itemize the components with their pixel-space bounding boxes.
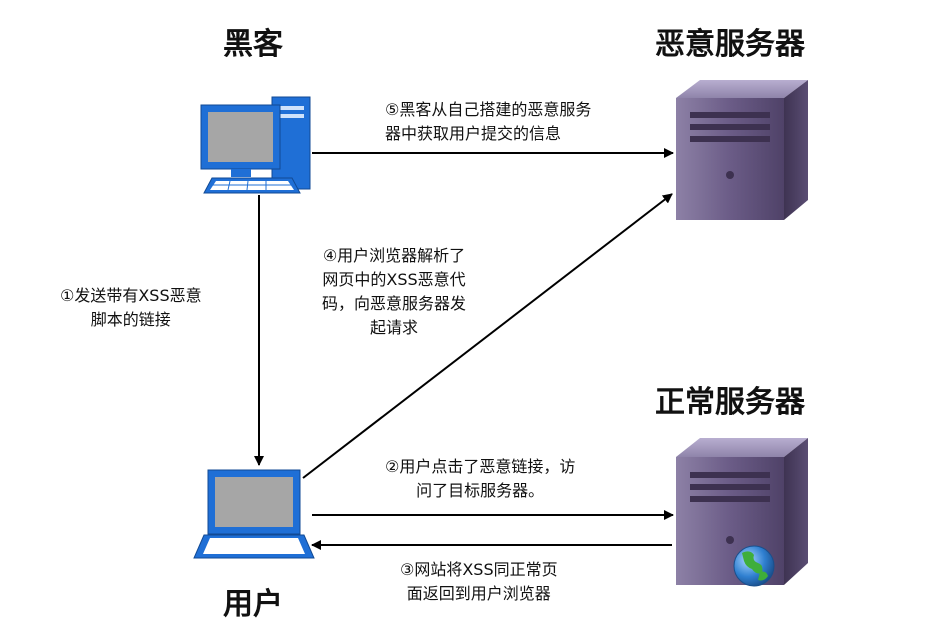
step5-annotation: ⑤黑客从自己搭建的恶意服务 器中获取用户提交的信息 — [385, 98, 591, 146]
step2-line-1: ②用户点击了恶意链接，访 — [385, 457, 576, 476]
malicious-server-icon — [676, 80, 808, 220]
step2-annotation: ②用户点击了恶意链接，访 问了目标服务器。 — [385, 455, 575, 503]
user-label: 用户 — [223, 587, 283, 622]
malicious-server-label: 恶意服务器 — [655, 27, 805, 62]
step4-line-4: 起请求 — [370, 318, 419, 337]
arrow-step4-user-to-malicious-server — [302, 193, 673, 479]
step4-line-3: 码，向恶意服务器发 — [322, 294, 467, 313]
globe-icon — [733, 545, 775, 587]
step5-line-2: 器中获取用户提交的信息 — [385, 124, 562, 143]
step3-annotation: ③网站将XSS同正常页 面返回到用户浏览器 — [400, 558, 558, 606]
step1-annotation: ①发送带有XSS恶意 脚本的链接 — [60, 284, 202, 332]
normal-server-label: 正常服务器 — [655, 385, 805, 420]
normal-server-icon — [676, 438, 808, 585]
step3-line-2: 面返回到用户浏览器 — [406, 584, 551, 603]
user-laptop-icon — [193, 469, 315, 559]
step2-line-2: 问了目标服务器。 — [416, 481, 545, 500]
step4-line-2: 网页中的XSS恶意代 — [322, 270, 466, 289]
hacker-computer-icon — [200, 96, 311, 194]
step1-line-2: 脚本的链接 — [90, 310, 171, 329]
step5-line-1: ⑤黑客从自己搭建的恶意服务 — [385, 100, 592, 119]
step1-line-1: ①发送带有XSS恶意 — [60, 286, 202, 305]
step3-line-1: ③网站将XSS同正常页 — [400, 560, 558, 579]
step4-line-1: ④用户浏览器解析了 — [322, 246, 466, 265]
step4-annotation: ④用户浏览器解析了 网页中的XSS恶意代 码，向恶意服务器发 起请求 — [322, 244, 466, 340]
hacker-label: 黑客 — [223, 27, 283, 62]
